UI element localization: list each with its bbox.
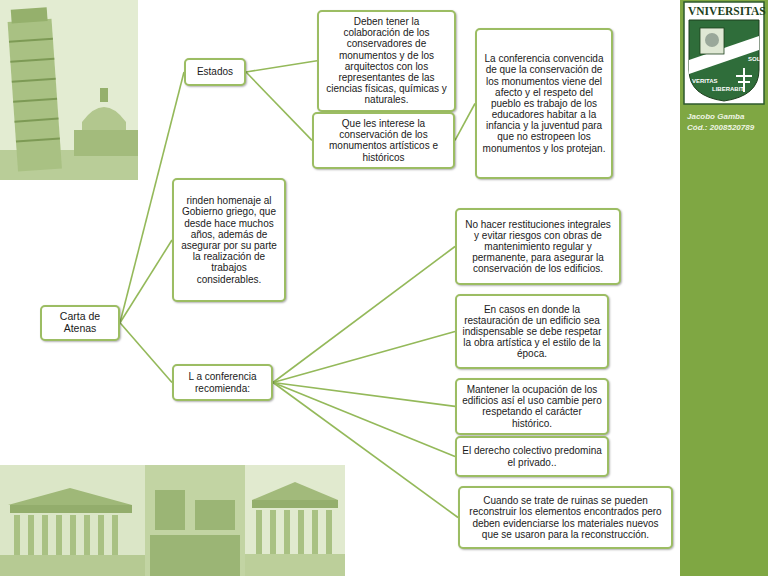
- node-text: Deben tener la colaboración de los conse…: [324, 16, 449, 106]
- node-text: L a conferencia recomienda:: [179, 371, 266, 393]
- concept-box: rinden homenaje al Gobierno griego, que …: [172, 178, 286, 302]
- connector-line: [455, 104, 475, 141]
- node-text: La conferencia convencida de que la cons…: [482, 53, 606, 154]
- text-wrap: El derecho colectivo predomina el privad…: [462, 445, 602, 467]
- node-text: Carta de Atenas: [47, 311, 113, 335]
- node-text: Estados: [197, 66, 233, 77]
- concept-box: En casos en donde la restauración de un …: [455, 294, 609, 369]
- text-wrap: Estados: [197, 66, 233, 77]
- connector-line: [273, 332, 455, 383]
- logo-motto: VERITAS: [692, 78, 718, 84]
- text-wrap: Deben tener la colaboración de los conse…: [324, 16, 449, 106]
- text-wrap: No hacer restituciones integrales y evit…: [462, 219, 614, 275]
- connector-line: [273, 247, 455, 383]
- node-text: Cuando se trate de ruinas se pueden reco…: [465, 495, 666, 540]
- node-text: Que les interese la conservación de los …: [319, 118, 448, 163]
- connector-line: [246, 72, 312, 140]
- concept-box: La conferencia convencida de que la cons…: [475, 28, 613, 179]
- text-wrap: L a conferencia recomienda:: [179, 371, 266, 393]
- node-text: El derecho colectivo predomina el privad…: [462, 445, 602, 467]
- author-code: Cód.: 2008520789: [687, 123, 754, 132]
- text-wrap: Cuando se trate de ruinas se pueden reco…: [465, 495, 666, 540]
- node-text: En casos en donde la restauración de un …: [462, 304, 602, 360]
- parthenon-illustrations: [0, 465, 345, 576]
- text-wrap: Que les interese la conservación de los …: [319, 118, 448, 163]
- concept-box: Mantener la ocupación de los edificios a…: [455, 378, 609, 435]
- concept-box: Que les interese la conservación de los …: [312, 112, 455, 169]
- connector-line: [120, 240, 172, 323]
- logo-motto: SOL: [748, 56, 760, 62]
- concept-box: Estados: [184, 58, 246, 86]
- text-wrap: En casos en donde la restauración de un …: [462, 304, 602, 360]
- author-name: Jacobo Gamba: [687, 112, 744, 121]
- node-text: rinden homenaje al Gobierno griego, que …: [179, 195, 279, 285]
- text-wrap: Mantener la ocupación de los edificios a…: [462, 384, 602, 429]
- text-wrap: rinden homenaje al Gobierno griego, que …: [179, 195, 279, 285]
- text-wrap: Carta de Atenas: [47, 311, 113, 335]
- university-logo: [684, 2, 764, 104]
- pisa-illustration: [0, 0, 138, 180]
- logo-motto: LIBERABIT: [712, 86, 744, 92]
- connector-line: [246, 61, 317, 72]
- root-box: Carta de Atenas: [40, 305, 120, 341]
- concept-box: Deben tener la colaboración de los conse…: [317, 10, 456, 112]
- connector-line: [273, 383, 458, 518]
- connector-line: [273, 383, 455, 457]
- logo-title: VNIVERSITAS: [688, 5, 766, 17]
- node-text: Mantener la ocupación de los edificios a…: [462, 384, 602, 429]
- concept-box: El derecho colectivo predomina el privad…: [455, 436, 609, 477]
- concept-box: No hacer restituciones integrales y evit…: [455, 208, 621, 285]
- connector-line: [120, 323, 172, 383]
- text-wrap: La conferencia convencida de que la cons…: [482, 53, 606, 154]
- sidebar: [680, 0, 768, 576]
- concept-box: Cuando se trate de ruinas se pueden reco…: [458, 486, 673, 549]
- concept-box: L a conferencia recomienda:: [172, 364, 273, 401]
- node-text: No hacer restituciones integrales y evit…: [462, 219, 614, 275]
